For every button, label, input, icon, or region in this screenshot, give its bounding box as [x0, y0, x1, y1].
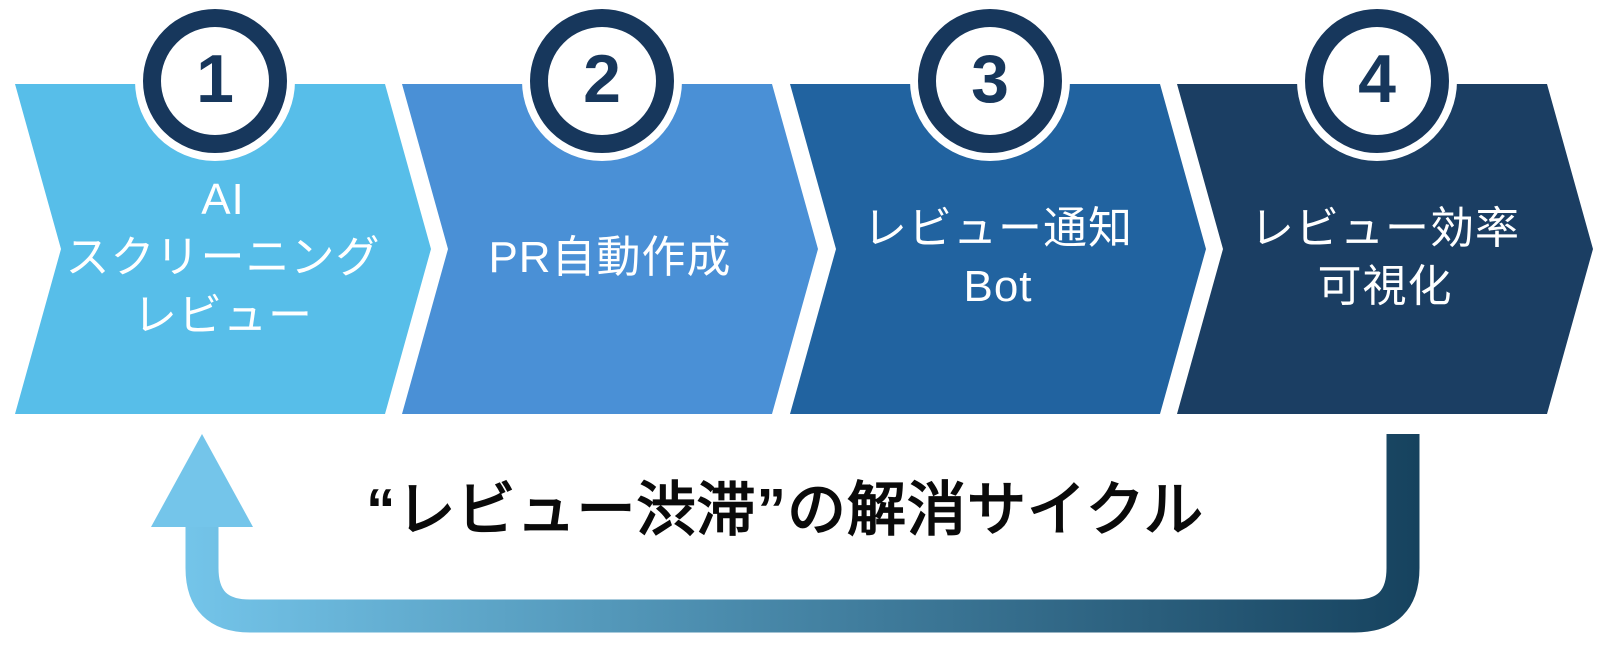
step-badge-4: 4: [1305, 9, 1449, 153]
step-number-3: 3: [971, 41, 1009, 117]
step-badge-1: 1: [143, 9, 287, 153]
cycle-arrowhead-icon: [151, 434, 253, 527]
step-label-3: レビュー通知 Bot: [863, 203, 1133, 311]
step-label-4: レビュー効率 可視化: [1250, 203, 1520, 311]
step-label-2: PR自動作成: [488, 232, 732, 282]
step-number-1: 1: [196, 41, 234, 117]
step-label-1: AI スクリーニング レビュー: [65, 174, 381, 341]
cycle-title: “レビュー渋滞”の解消サイクル: [365, 477, 1205, 543]
step-number-2: 2: [583, 41, 621, 117]
step-badge-3: 3: [918, 9, 1062, 153]
step-number-4: 4: [1358, 41, 1396, 117]
step-badge-2: 2: [530, 9, 674, 153]
cycle-arrow-shaft: [185, 434, 1420, 633]
